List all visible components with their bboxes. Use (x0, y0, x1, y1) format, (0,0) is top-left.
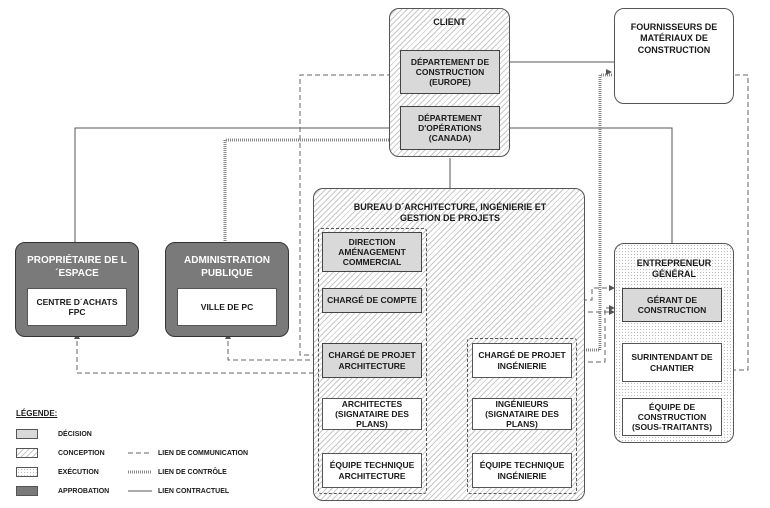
gerant-box: GÉRANT DE CONSTRUCTION (622, 288, 722, 322)
charge-projet-archi-box: CHARGÉ DE PROJET ARCHITECTURE (322, 343, 422, 378)
contract-line-proprietaire (74, 127, 400, 245)
equipe-archi-box: ÉQUIPE TECHNIQUE ARCHITECTURE (322, 453, 422, 488)
dept-construction-box: DÉPARTEMENT DE CONSTRUCTION (EUROPE) (400, 50, 500, 94)
ville-pc-box: VILLE DE PC (177, 288, 277, 326)
proprietaire-title: PROPRIÉTAIRE DE L´ESPACE (27, 255, 127, 279)
legend-swatch-approbation (16, 486, 38, 496)
legend-conception: CONCEPTION (58, 450, 105, 457)
ingenierie-column (467, 338, 577, 494)
architecture-column (318, 228, 427, 494)
legend-swatch-execution (16, 467, 38, 477)
fournisseurs-group (614, 8, 734, 104)
bureau-title: BUREAU D´ARCHITECTURE, INGÉNIERIE ET GES… (353, 202, 547, 224)
legend-lien-controle: LIEN DE CONTRÔLE (158, 469, 227, 476)
legend-swatch-conception (16, 448, 38, 458)
legend-lien-contractuel: LIEN CONTRACTUEL (158, 488, 230, 495)
architectes-box: ARCHITECTES (SIGNATAIRE DES PLANS) (322, 398, 422, 430)
charge-compte-box: CHARGÉ DE COMPTE (322, 288, 422, 313)
direction-box: DIRECTION AMÉNAGEMENT COMMERCIAL (322, 232, 422, 272)
fournisseurs-title: FOURNISSEURS DE MATÉRIAUX DE CONSTRUCTIO… (630, 22, 718, 55)
client-title: CLIENT (433, 17, 466, 27)
legend-decision: DÉCISION (58, 431, 92, 438)
control-line-admin (223, 138, 400, 245)
legend-title: LÉGENDE: (16, 409, 58, 418)
ingenieurs-box: INGÉNIEURS (SIGNATAIRE DES PLANS) (472, 398, 572, 430)
administration-title: ADMINISTRATION PUBLIQUE (184, 255, 270, 279)
centre-achats-box: CENTRE D´ACHATS FPC (27, 288, 127, 326)
dept-operations-box: DÉPARTEMENT D'OPÉRATIONS (CANADA) (400, 106, 500, 150)
surintendant-box: SURINTENDANT DE CHANTIER (622, 343, 722, 382)
entrepreneur-title: ENTREPRENEUR GÉNÉRAL (636, 258, 712, 280)
legend-execution: EXÉCUTION (58, 469, 99, 476)
comm-line-fournisseurs-entrepreneur (727, 74, 749, 371)
comm-line-client-archi (299, 74, 400, 356)
equipe-ing-box: ÉQUIPE TECHNIQUE INGÉNIERIE (472, 453, 572, 488)
legend-lien-communication: LIEN DE COMMUNICATION (158, 450, 249, 457)
contract-line-client-entrepreneur (500, 127, 673, 243)
comm-line-proprietaire-archi (76, 333, 322, 374)
legend-approbation: APPROBATION (58, 488, 110, 495)
comm-line-admin-archi (227, 333, 322, 361)
equipe-construction-box: ÉQUIPE DE CONSTRUCTION (SOUS-TRAITANTS) (622, 398, 722, 436)
legend-swatch-decision (16, 429, 38, 439)
charge-projet-ing-box: CHARGÉ DE PROJET INGÉNIERIE (472, 343, 572, 378)
